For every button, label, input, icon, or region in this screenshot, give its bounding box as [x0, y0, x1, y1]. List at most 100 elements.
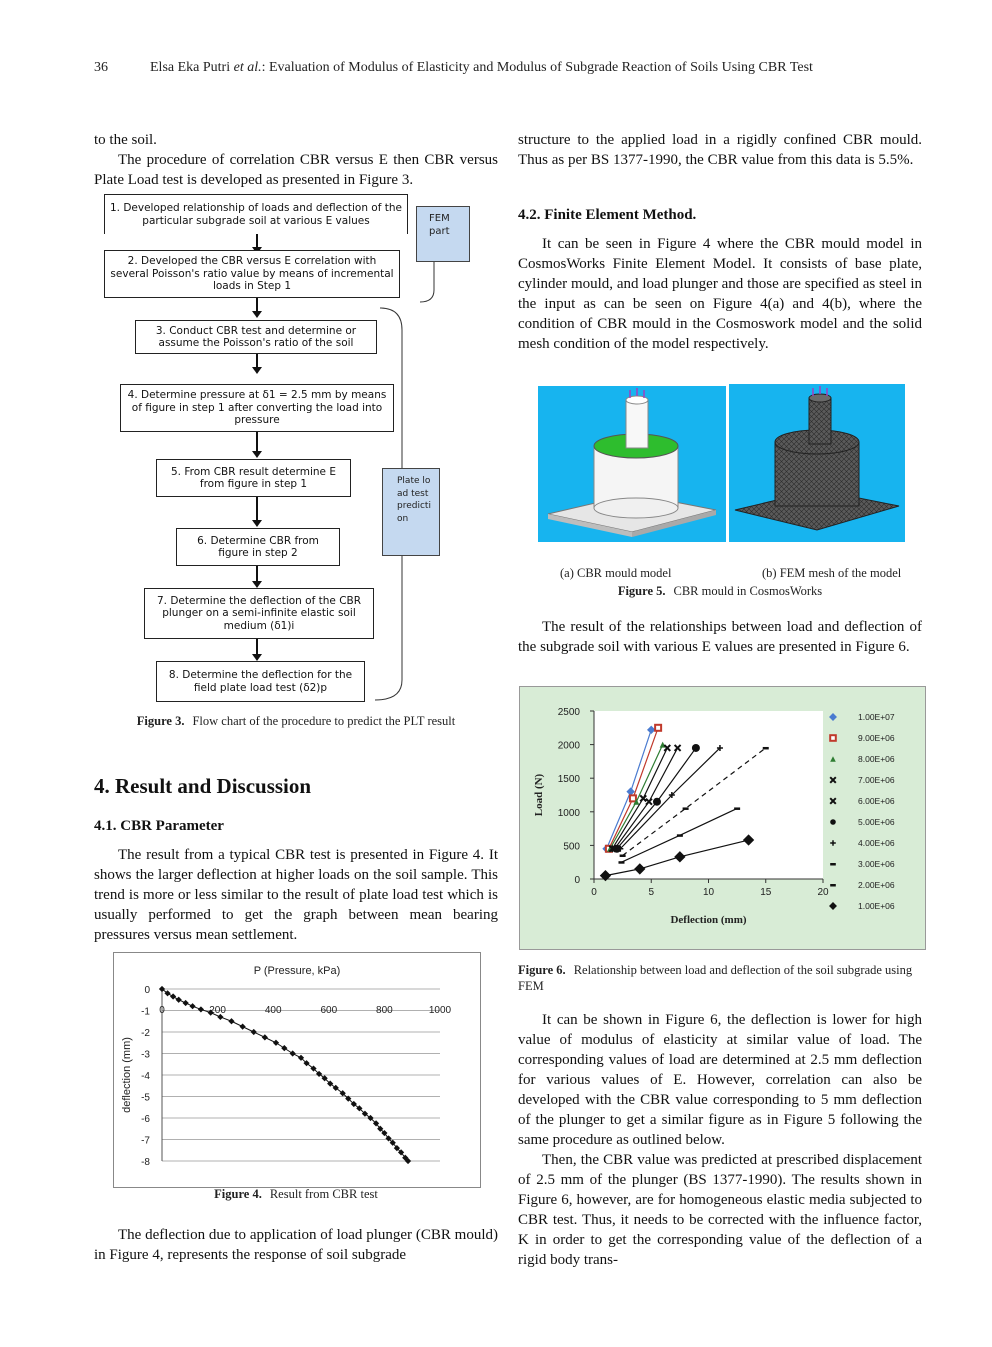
data-point: [261, 1034, 268, 1041]
data-point: [652, 797, 661, 806]
data-point: [289, 1050, 296, 1057]
data-point: [645, 798, 653, 806]
y-axis-label: Load (N): [533, 773, 545, 816]
data-point: [663, 744, 671, 752]
data-point: [272, 1039, 280, 1046]
legend-marker: [830, 756, 836, 762]
subsection-title: 4.2. Finite Element Method.: [518, 207, 697, 223]
figure6-caption: Figure 6.Relationship between load and d…: [518, 962, 922, 994]
data-point: [197, 1006, 205, 1013]
side-label-plate-load: Plate load test prediction: [382, 468, 440, 556]
y-tick-label: 0: [574, 875, 580, 886]
flow-arrow: [252, 639, 262, 661]
flow-step-8: 8. Determine the deflection for the fiel…: [156, 661, 365, 702]
data-point: [303, 1060, 310, 1067]
paragraph: The procedure of correlation CBR versus …: [94, 152, 498, 188]
y-axis-label: deflection (mm): [121, 1037, 133, 1113]
legend-label: 6.00E+06: [858, 796, 895, 806]
y-tick-label: -5: [141, 1093, 150, 1104]
legend-label: 3.00E+06: [858, 859, 895, 869]
legend-marker: [830, 884, 836, 887]
left-intro: to the soil. The procedure of correlatio…: [94, 130, 498, 190]
legend-label: 5.00E+06: [858, 817, 895, 827]
data-point: [682, 807, 689, 810]
legend-marker: [829, 797, 837, 805]
data-point: [350, 1100, 357, 1108]
subsection-title: 4.1. CBR Parameter: [94, 818, 224, 834]
data-point: [639, 794, 647, 803]
caption-label: Figure 3.: [136, 714, 185, 728]
x-tick-label: 10: [703, 887, 715, 898]
data-point: [356, 1105, 363, 1112]
paragraph: structure to the applied load in a rigid…: [518, 132, 922, 168]
figure5a-image: [538, 386, 726, 542]
data-point: [676, 834, 683, 837]
x-tick-label: 200: [209, 1005, 226, 1016]
right-body-2: The result of the relationships between …: [518, 617, 922, 657]
data-point: [250, 1028, 257, 1036]
paragraph: The result from a typical CBR test is pr…: [94, 847, 498, 943]
legend-label: 1.00E+06: [858, 901, 895, 911]
flow-step-3: 3. Conduct CBR test and determine or ass…: [135, 320, 377, 354]
legend-label: 2.00E+06: [858, 880, 895, 890]
data-point: [315, 1070, 323, 1078]
data-point: [310, 1065, 317, 1072]
y-tick-label: -7: [141, 1136, 150, 1147]
data-point: [361, 1110, 369, 1117]
header-authors: Elsa Eka Putri: [150, 60, 231, 75]
flow-step-2: 2. Developed the CBR versus E correlatio…: [104, 250, 400, 298]
legend-label: 1.00E+07: [858, 712, 895, 722]
data-point: [628, 794, 637, 803]
y-tick-label: 500: [563, 841, 580, 852]
legend-marker: [829, 776, 837, 784]
y-tick-label: 0: [144, 985, 150, 996]
caption-label: Figure 6.: [518, 963, 566, 977]
series-line: [605, 839, 749, 877]
cbr-mould-model: [547, 388, 717, 537]
x-tick-label: 1000: [429, 1005, 452, 1016]
y-tick-label: -1: [141, 1007, 150, 1018]
chart-title: P (Pressure, kPa): [254, 965, 341, 977]
x-tick-label: 20: [817, 887, 829, 898]
data-point: [617, 845, 624, 852]
flow-arrow: [252, 497, 262, 527]
y-tick-label: 2500: [558, 707, 581, 718]
caption-label: Figure 5.: [617, 584, 666, 598]
data-point: [654, 723, 663, 732]
header-title: : Evaluation of Modulus of Elasticity an…: [261, 60, 813, 75]
data-point: [633, 798, 640, 805]
data-point: [297, 1054, 305, 1061]
paragraph: It can be shown in Figure 6, the deflect…: [518, 1012, 922, 1148]
flow-arrow: [252, 566, 262, 588]
flow-step-6: 6. Determine CBR from figure in step 2: [176, 528, 340, 566]
data-point: [281, 1045, 288, 1052]
legend-marker: [829, 713, 837, 721]
figure5a-label: (a) CBR mould model: [560, 566, 672, 580]
legend-label: 8.00E+06: [858, 754, 895, 764]
paragraph: to the soil.: [94, 132, 157, 148]
x-tick-label: 15: [760, 887, 772, 898]
x-tick-label: 400: [265, 1005, 282, 1016]
data-point: [189, 1003, 196, 1010]
data-point: [389, 1139, 396, 1146]
right-intro: structure to the applied load in a rigid…: [518, 130, 922, 170]
header-etal: et al.: [233, 60, 262, 75]
legend-marker: [829, 902, 837, 910]
data-point: [175, 996, 182, 1003]
paragraph: Then, the CBR value was predicted at pre…: [518, 1152, 922, 1268]
paragraph: It can be seen in Figure 4 where the CBR…: [518, 236, 922, 352]
plot-area: [594, 711, 823, 879]
caption-text: Result from CBR test: [269, 1187, 378, 1201]
paragraph: The deflection due to application of loa…: [94, 1227, 498, 1263]
y-tick-label: 1000: [558, 808, 581, 819]
caption-text: Relationship between load and deflection…: [518, 963, 913, 993]
data-point: [674, 851, 686, 863]
flow-step-7: 7. Determine the deflection of the CBR p…: [144, 588, 374, 639]
y-tick-label: -6: [141, 1114, 150, 1125]
paragraph: The result of the relationships between …: [518, 619, 922, 655]
